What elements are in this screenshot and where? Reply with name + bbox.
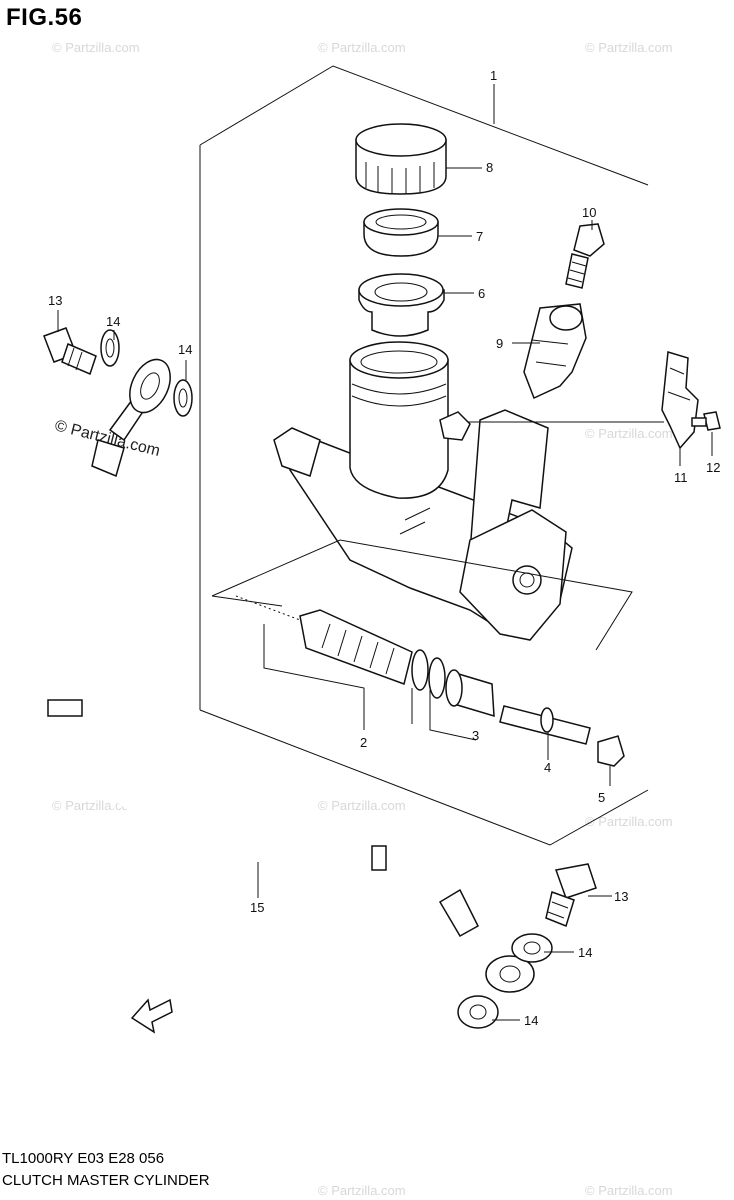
callout-8: 8 [486,160,493,175]
callout-1: 1 [490,68,497,83]
callout-14-lower-a: 14 [578,945,592,960]
callout-12: 12 [706,460,720,475]
union-bolt-upper [43,327,97,376]
callout-11: 11 [674,470,688,485]
watermark: © Partzilla.com [585,1183,673,1198]
leader-lines-kit [263,624,611,786]
watermark: © Partzilla.com [318,40,406,55]
piston-kit-outline [211,539,633,651]
watermark: © Partzilla.com [585,426,673,441]
washer-upper-b [173,379,193,417]
piston-spring-set [235,595,413,685]
callout-14-upper-b: 14 [178,342,192,357]
figure-name: CLUTCH MASTER CYLINDER [2,1172,210,1189]
callout-13-lower: 13 [614,889,628,904]
clutch-hose [47,358,535,993]
leader-lines [57,84,713,1021]
callout-15: 15 [250,900,264,915]
figure-model-code: TL1000RY E03 E28 056 [2,1150,165,1167]
washer-lower-b [457,995,499,1029]
watermark: © Partzilla.com [318,1183,406,1198]
callout-10: 10 [582,205,596,220]
piston-seal-set [411,649,495,718]
bracket-screw [691,411,721,431]
push-rod [499,705,591,745]
clamp-screw [565,223,605,289]
callout-2: 2 [360,735,367,750]
callout-4: 4 [544,760,551,775]
assembly-boundary [199,65,649,846]
washer-upper-a [100,329,120,367]
callout-13-upper: 13 [48,293,62,308]
watermark: © Partzilla.com [585,40,673,55]
master-cylinder-holder [523,303,587,400]
callout-14-lower-b: 14 [524,1013,538,1028]
washer-lower-a [511,933,553,963]
callout-5: 5 [598,790,605,805]
reservoir-cap [355,123,447,195]
diaphragm [358,273,445,337]
switch-bracket [661,351,699,450]
watermark: © Partzilla.com [585,814,673,829]
fwd-arrow-icon: FWD [130,998,173,1034]
watermark: © Partzilla.com [318,798,406,813]
callout-9: 9 [496,336,503,351]
callouts: 1 2 3 4 5 6 7 8 9 10 11 12 13 13 14 14 1… [48,68,720,1028]
union-bolt-lower [545,863,597,927]
callout-3: 3 [472,728,479,743]
dust-boot [597,735,625,767]
master-cylinder-body [273,341,573,641]
callout-7: 7 [476,229,483,244]
watermark: © Partzilla.com [52,40,140,55]
callout-14-upper-a: 14 [106,314,120,329]
figure-title: FIG.56 [6,4,83,31]
callout-6: 6 [478,286,485,301]
diaphragm-plate [363,208,439,257]
